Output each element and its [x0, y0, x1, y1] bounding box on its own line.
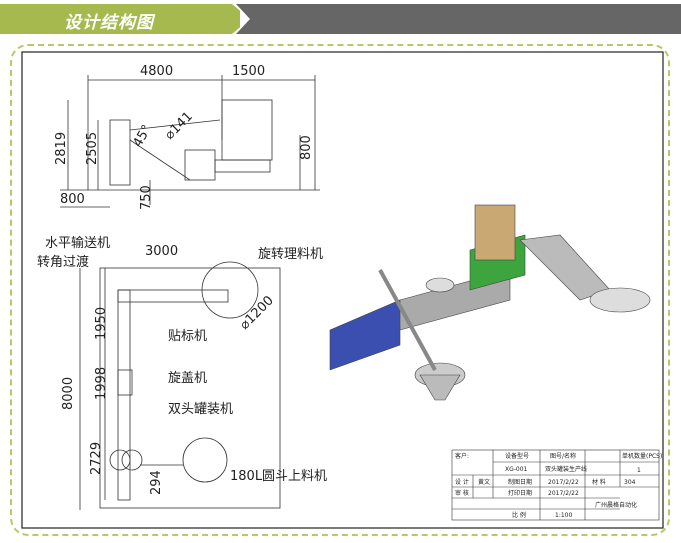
model-label: 设备型号: [505, 452, 529, 460]
dim-141: ⌀141: [162, 109, 196, 143]
label-capper: 旋盖机: [168, 371, 207, 386]
qty-value: 1: [637, 467, 641, 474]
dim-294: 294: [149, 470, 164, 495]
dim-3000: 3000: [145, 244, 178, 259]
dim-1998: 1998: [94, 367, 109, 400]
dim-1500: 1500: [232, 64, 265, 79]
dim-2729: 2729: [89, 442, 104, 475]
title-block-text: 客户: 设备型号 图号/名称 单机数量(PCS) XG-001 双头罐装生产线 …: [455, 452, 662, 519]
material-label: 材 料: [592, 478, 606, 486]
name-value: 双头罐装生产线: [545, 465, 587, 473]
drawing-label: 图号/名称: [550, 452, 576, 460]
header-gray-bar: [236, 4, 681, 34]
dashed-frame: [10, 44, 670, 536]
dim-8000: 8000: [61, 377, 76, 410]
scale-value: 1:100: [555, 512, 572, 519]
label-horizontal-conveyor: 水平输送机: [45, 235, 110, 251]
3d-line-render: [329, 204, 651, 401]
dim-750: 750: [139, 185, 154, 210]
design-label: 设 计: [455, 478, 469, 486]
label-labeler: 贴标机: [168, 329, 207, 344]
dim-1200: ⌀1200: [237, 293, 277, 333]
qty-label: 单机数量(PCS): [622, 452, 662, 460]
title-block: [451, 449, 660, 521]
draw-date-label: 制图日期: [508, 478, 532, 486]
dim-2819: 2819: [54, 132, 69, 165]
designer-value: 黄文: [478, 478, 490, 486]
header-green-bar: [0, 4, 240, 34]
dim-1950: 1950: [94, 307, 109, 340]
dim-800-left: 800: [60, 192, 85, 207]
print-date-label: 打印日期: [508, 489, 532, 497]
customer-label: 客户:: [455, 452, 469, 460]
company-name: 广州晨格自动化: [595, 501, 637, 509]
label-hopper: 180L圆斗上料机: [230, 469, 327, 484]
plan-view: [79, 261, 281, 510]
model-value: XG-001: [505, 466, 528, 473]
dim-45deg: 45°: [130, 123, 155, 150]
plan-view-labels: 水平输送机 转角过渡 旋转理料机 贴标机 旋盖机 双头罐装机 180L圆斗上料机…: [37, 235, 327, 495]
label-rotary-sorter: 旋转理料机: [258, 247, 323, 262]
print-date-value: 2017/2/22: [548, 490, 579, 497]
draw-date-value: 2017/2/22: [548, 479, 579, 486]
side-view-dims: 4800 1500 2819 2505 45° ⌀141 800 800 750: [54, 64, 314, 210]
scale-label: 比 例: [512, 511, 526, 519]
label-filler: 双头罐装机: [168, 402, 233, 417]
dim-4800: 4800: [140, 64, 173, 79]
side-view: [60, 75, 320, 208]
label-corner: 转角过渡: [37, 254, 89, 270]
dim-2505: 2505: [85, 132, 100, 165]
drawing-border: [21, 51, 664, 529]
material-value: 304: [624, 479, 636, 486]
section-title: 设计结构图: [64, 13, 154, 33]
section-header: 设计结构图: [0, 4, 681, 34]
dim-800-right: 800: [299, 135, 314, 160]
review-label: 审 核: [455, 489, 469, 497]
